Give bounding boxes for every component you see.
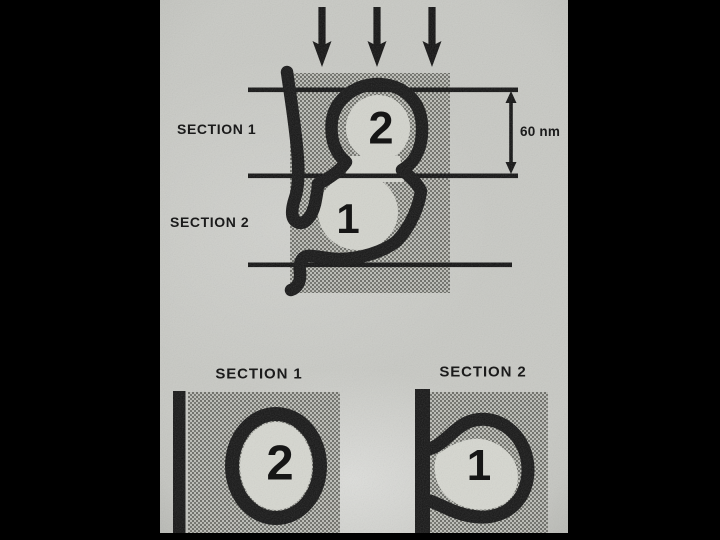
section2-panel-title: SECTION 2 bbox=[439, 363, 527, 381]
section1-vesicle-number: 2 bbox=[266, 436, 294, 491]
compartment-1-number: 1 bbox=[336, 195, 360, 242]
thickness-label-60nm: 60 nm bbox=[520, 124, 561, 139]
section1-label-top: SECTION 1 bbox=[177, 121, 257, 137]
section2-label-top: SECTION 2 bbox=[170, 214, 250, 230]
film-grain-overlay bbox=[160, 0, 568, 533]
slide-photo: SECTION 1 SECTION 2 60 nm 2 1 SECTION 1 … bbox=[160, 0, 568, 533]
section2-pouch-number: 1 bbox=[466, 441, 492, 490]
diagram-canvas bbox=[160, 0, 568, 533]
compartment-2-number: 2 bbox=[368, 102, 394, 154]
section1-panel-title: SECTION 1 bbox=[215, 365, 303, 383]
